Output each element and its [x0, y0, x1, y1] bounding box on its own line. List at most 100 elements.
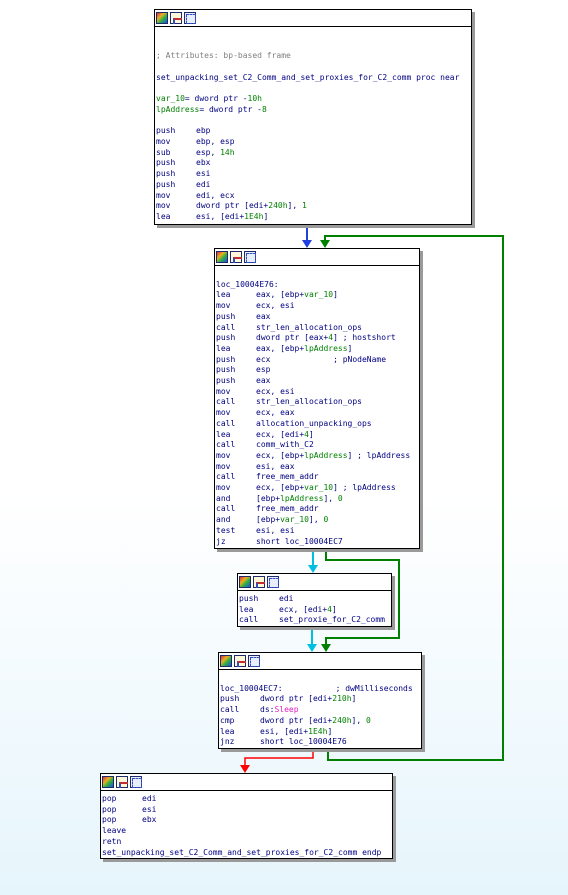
edge-entry-to-loop	[302, 224, 312, 248]
operands[interactable]: ebp, esp	[196, 137, 235, 147]
operands[interactable]: dword ptr [edi+210h]	[260, 694, 357, 704]
variable-name[interactable]: lpAddress	[156, 104, 200, 114]
mnemonic: push	[216, 376, 236, 386]
operands[interactable]: ecx, [ebp+var_10] ; lpAddress	[256, 483, 396, 493]
operands[interactable]: ecx, [edi+4]	[256, 429, 314, 439]
variable-definition: = dword ptr -8	[199, 104, 267, 114]
operands[interactable]: ecx, esi	[256, 301, 295, 311]
operands[interactable]: ecx, [ebp+lpAddress] ; lpAddress	[256, 450, 411, 460]
operands[interactable]: short loc_10004E76	[260, 737, 347, 747]
operands[interactable]: short loc_10004EC7	[256, 536, 343, 546]
operands[interactable]: ebx	[196, 158, 211, 168]
mnemonic: mov	[156, 137, 171, 147]
instruction-line: push ebx	[156, 158, 471, 169]
group-nodes-icon[interactable]	[267, 576, 279, 588]
group-nodes-icon[interactable]	[184, 12, 196, 24]
blank-line	[156, 41, 471, 52]
operands[interactable]: eax	[256, 376, 271, 386]
operands[interactable]: str_len_allocation_ops	[256, 322, 362, 332]
operands[interactable]: str_len_allocation_ops	[256, 397, 362, 407]
operands[interactable]: ecx ; pNodeName	[256, 354, 387, 364]
operands[interactable]: edi	[142, 794, 157, 803]
color-palette-icon[interactable]	[220, 655, 232, 667]
operands[interactable]: esi, esi	[256, 525, 295, 535]
mnemonic: and	[216, 515, 231, 525]
color-palette-icon[interactable]	[239, 576, 251, 588]
operands[interactable]: esi	[142, 804, 157, 814]
graph-overview-icon[interactable]	[170, 12, 182, 24]
color-palette-icon[interactable]	[102, 776, 114, 788]
mnemonic: push	[216, 354, 236, 364]
operands[interactable]: edi	[279, 594, 294, 603]
mnemonic: leave	[102, 826, 127, 836]
color-palette-icon[interactable]	[156, 12, 168, 24]
operands[interactable]: esi, eax	[256, 461, 295, 471]
graph-overview-icon[interactable]	[234, 655, 246, 667]
code-label: loc_10004EC7: ; dwMilliseconds	[220, 683, 413, 693]
graph-overview-icon[interactable]	[116, 776, 128, 788]
operands[interactable]: eax	[256, 311, 271, 321]
operands[interactable]: eax, [ebp+lpAddress]	[256, 343, 353, 353]
graph-overview-icon[interactable]	[230, 251, 242, 263]
operands[interactable]: esp	[256, 365, 271, 375]
operands[interactable]: free_mem_addr	[256, 504, 319, 514]
operands[interactable]: edi, ecx	[196, 190, 235, 200]
mnemonic: push	[156, 158, 176, 168]
mnemonic: jnz	[220, 737, 235, 747]
group-nodes-icon[interactable]	[244, 251, 256, 263]
instruction-line: lea eax, [ebp+lpAddress]	[216, 344, 419, 355]
edge-jz-taken	[321, 548, 400, 652]
group-nodes-icon[interactable]	[130, 776, 142, 788]
mnemonic: lea	[216, 343, 231, 353]
operands[interactable]: esi, [edi+1E4h]	[260, 726, 333, 736]
operands[interactable]: esi	[196, 169, 211, 179]
code-block-function-entry[interactable]: ; Attributes: bp-based frame set_unpacki…	[154, 9, 472, 225]
instruction-line: jnz short loc_10004E76	[220, 737, 421, 748]
operands[interactable]: set_proxie_for_C2_comm	[279, 615, 385, 625]
operands[interactable]: ebp	[196, 126, 211, 136]
operands[interactable]: ecx, esi	[256, 386, 295, 396]
instruction-line: mov ebp, esp	[156, 137, 471, 148]
operands[interactable]: dword ptr [eax+4] ; hostshort	[256, 333, 396, 343]
operands[interactable]: eax, [ebp+var_10]	[256, 290, 338, 300]
operands[interactable]: allocation_unpacking_ops	[256, 418, 372, 428]
graph-overview-icon[interactable]	[253, 576, 265, 588]
mnemonic: mov	[216, 301, 231, 311]
edge-exit	[240, 747, 314, 773]
blank-line	[216, 269, 419, 280]
operands[interactable]: edi	[196, 179, 211, 189]
operands[interactable]: comm_with_C2	[256, 440, 314, 450]
operands[interactable]: esp, 14h	[196, 147, 235, 157]
operands[interactable]: ecx, [edi+4]	[279, 604, 337, 614]
operands[interactable]: ds:Sleep	[260, 705, 299, 715]
group-nodes-icon[interactable]	[248, 655, 260, 667]
operands[interactable]: ecx, eax	[256, 408, 295, 418]
operands[interactable]: ebx	[142, 815, 157, 825]
operands[interactable]: esi, [edi+1E4h]	[196, 211, 269, 221]
operands[interactable]: [ebp+lpAddress], 0	[256, 493, 343, 503]
operands[interactable]: [ebp+var_10], 0	[256, 515, 329, 525]
operands[interactable]: free_mem_addr	[256, 472, 319, 482]
blank-line	[156, 84, 471, 95]
mnemonic: mov	[216, 483, 231, 493]
operands[interactable]: dword ptr [edi+240h], 0	[260, 715, 371, 725]
variable-name[interactable]: var_10	[156, 94, 185, 104]
color-palette-icon[interactable]	[216, 251, 228, 263]
operands[interactable]: dword ptr [edi+240h], 1	[196, 201, 307, 211]
